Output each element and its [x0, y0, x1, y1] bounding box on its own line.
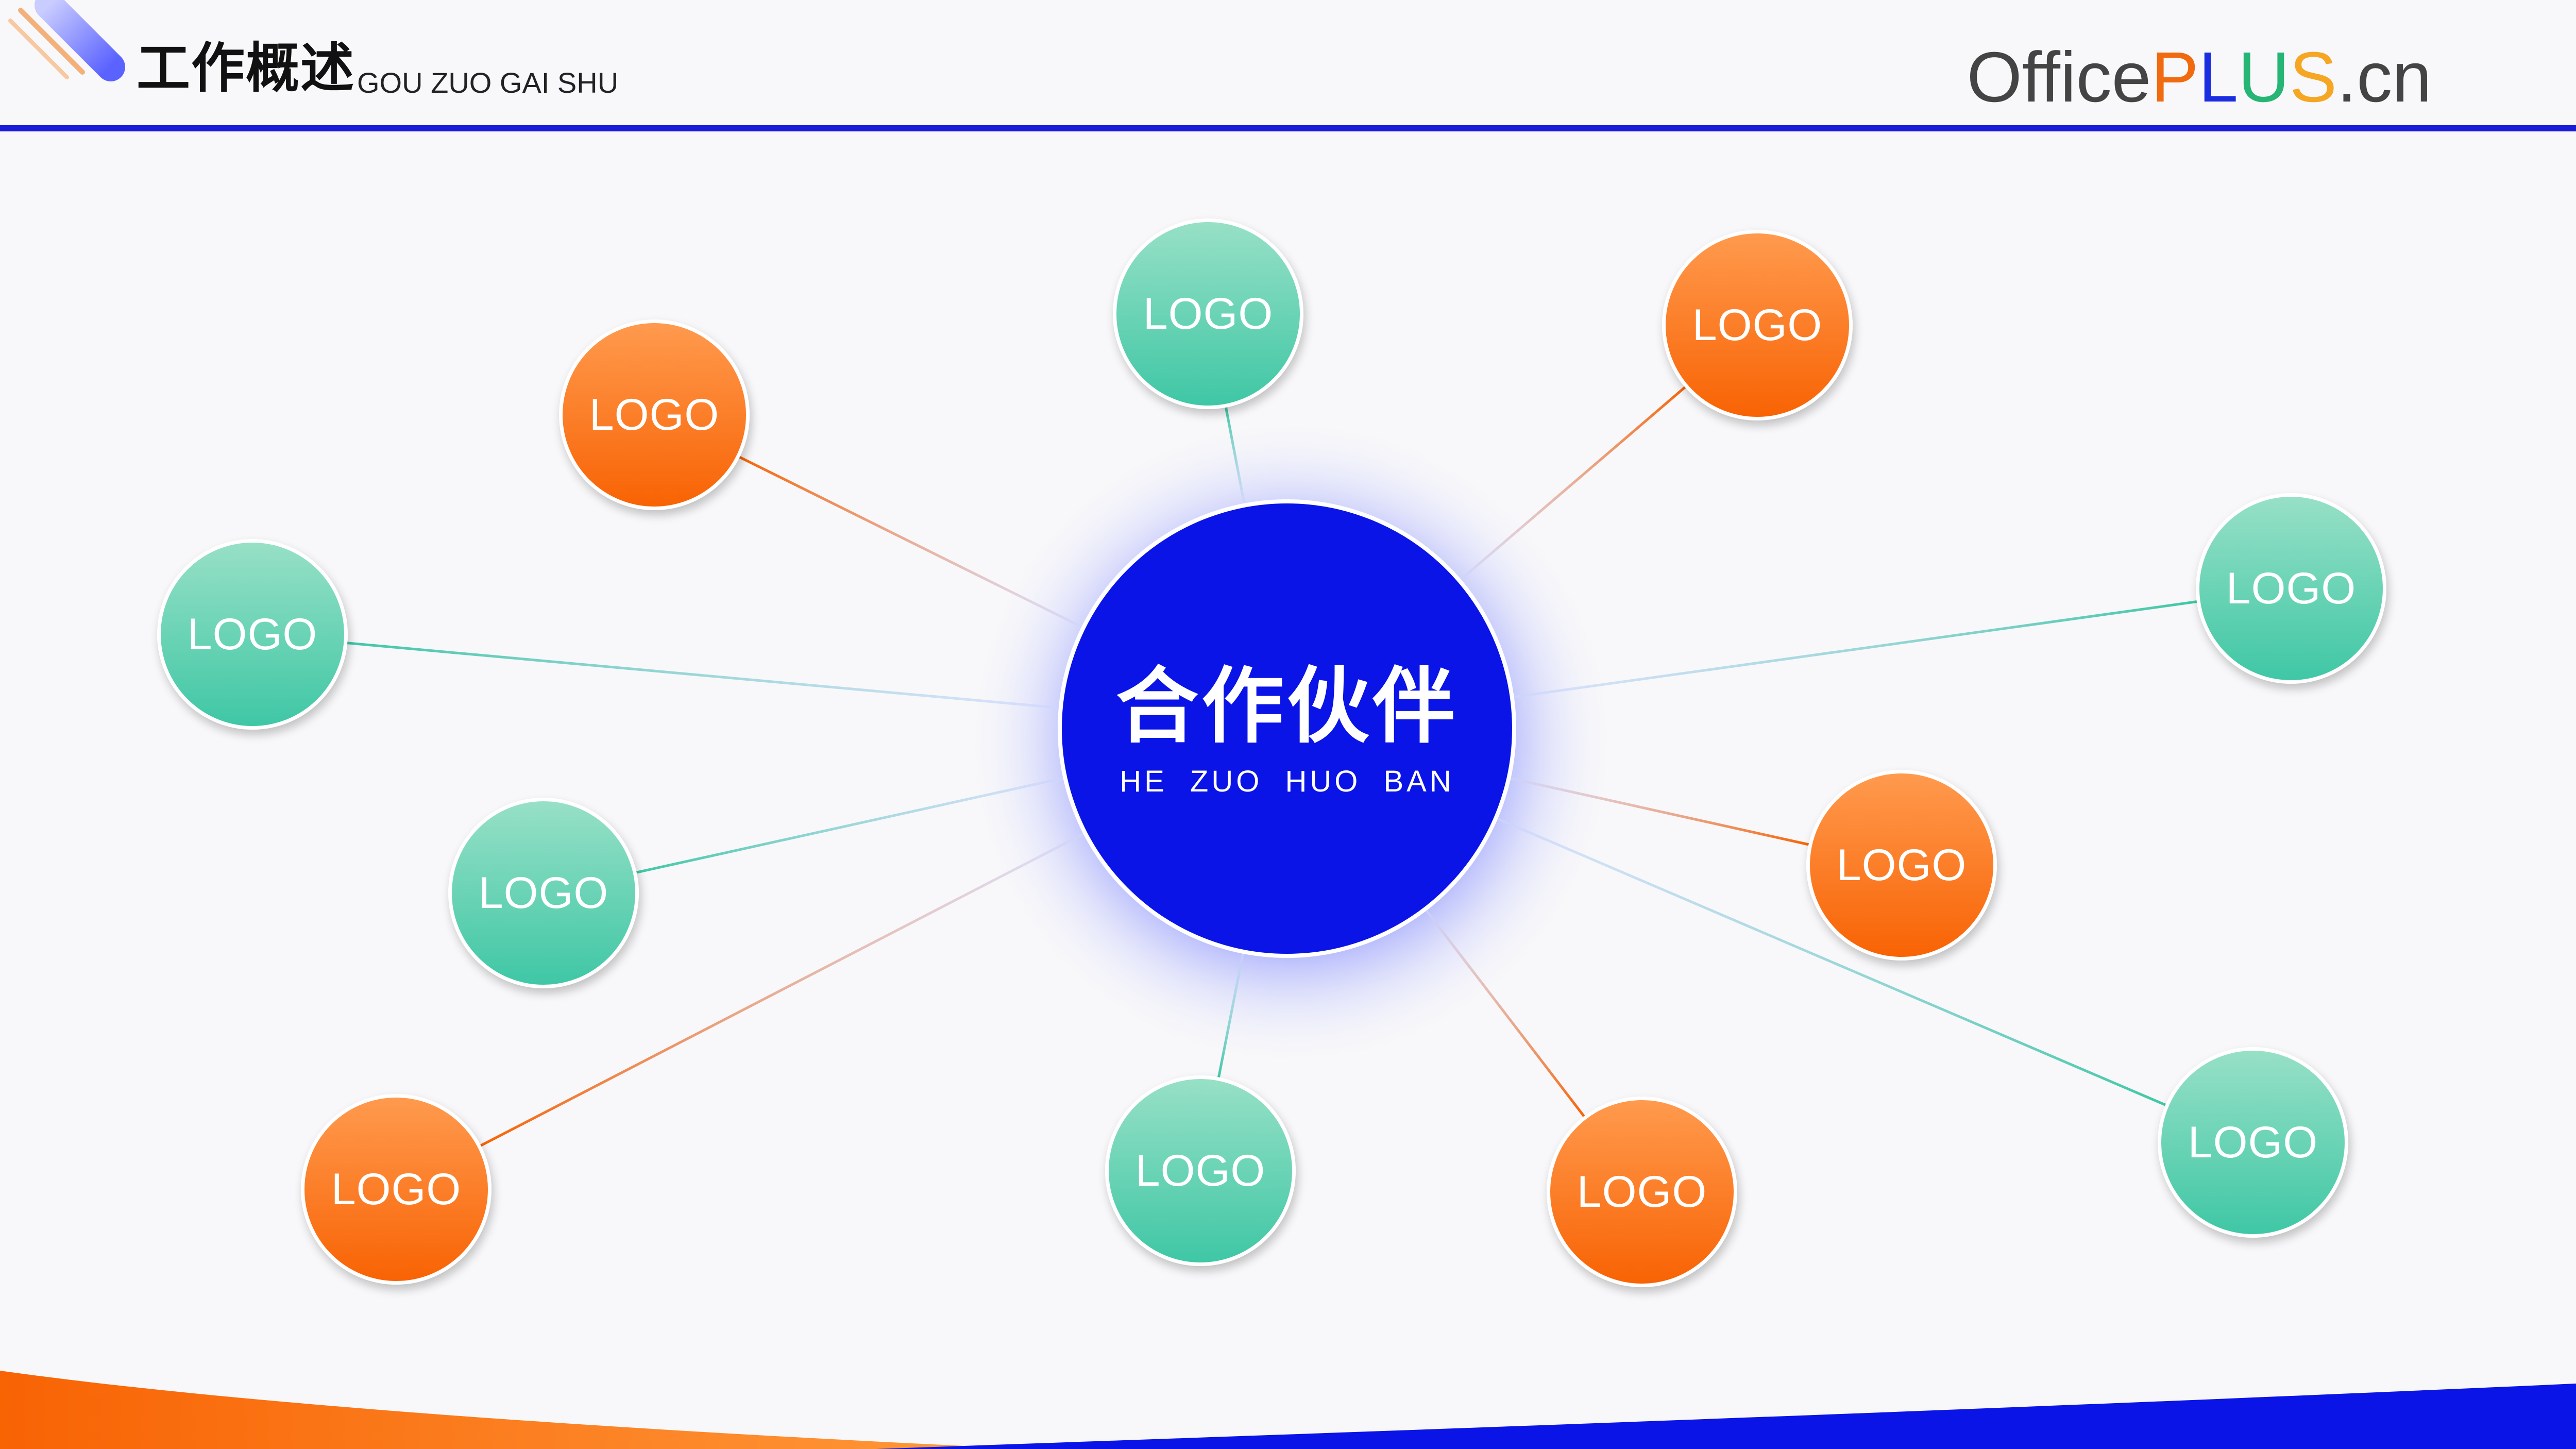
connector-line	[634, 776, 1066, 874]
bottom-wave-decoration	[0, 1371, 2576, 1449]
brand-letter-l: L	[2198, 38, 2239, 117]
connector-line	[1507, 776, 1811, 847]
brand-suffix: .cn	[2336, 38, 2432, 117]
corner-stripes-decoration	[8, 0, 125, 81]
connector-line	[1458, 384, 1688, 583]
connector-line	[478, 831, 1087, 1148]
brand-logo: OfficePLUS.cn	[1967, 35, 2432, 121]
partner-logo-label: LOGO	[1135, 1145, 1266, 1195]
connector-line	[345, 641, 1062, 710]
connector-line	[1423, 907, 1586, 1119]
partner-logo-node-4[interactable]: LOGO	[2196, 493, 2386, 684]
partner-logo-label: LOGO	[1143, 289, 1274, 339]
partner-logo-label: LOGO	[589, 390, 720, 440]
brand-letter-u: U	[2238, 38, 2290, 117]
partner-logo-label: LOGO	[1577, 1167, 1707, 1217]
hub-title: 合作伙伴	[1115, 658, 1458, 754]
connector-line	[1224, 405, 1246, 507]
partner-logo-node-6[interactable]: LOGO	[448, 798, 639, 988]
partner-logo-node-3[interactable]: LOGO	[559, 319, 750, 510]
partner-logo-node-1[interactable]: LOGO	[1113, 218, 1303, 409]
header-divider	[0, 125, 2576, 131]
brand-prefix: Office	[1967, 38, 2151, 117]
partner-logo-node-11[interactable]: LOGO	[2158, 1047, 2348, 1238]
partner-logo-node-7[interactable]: LOGO	[1806, 770, 1997, 961]
partner-hub: 合作伙伴 HE ZUO HUO BAN	[1058, 499, 1516, 958]
connector-line	[737, 455, 1085, 630]
connector-line	[1494, 816, 2168, 1107]
partner-logo-label: LOGO	[478, 868, 609, 918]
partner-logo-node-2[interactable]: LOGO	[1662, 230, 1853, 420]
partner-logo-node-10[interactable]: LOGO	[1547, 1097, 1737, 1287]
partner-logo-label: LOGO	[2226, 563, 2357, 613]
partner-logo-label: LOGO	[331, 1164, 462, 1214]
partner-logo-label: LOGO	[1836, 840, 1967, 890]
partner-logo-label: LOGO	[1692, 300, 1823, 350]
connector-line	[1217, 950, 1245, 1080]
partner-logo-node-9[interactable]: LOGO	[1105, 1075, 1296, 1266]
brand-letter-s: S	[2289, 38, 2337, 117]
hub-subtitle: HE ZUO HUO BAN	[1120, 764, 1454, 798]
page-subtitle: GOU ZUO GAI SHU	[357, 66, 619, 99]
page-title: 工作概述	[137, 37, 355, 99]
partner-logo-label: LOGO	[2188, 1117, 2318, 1167]
partner-logo-label: LOGO	[187, 609, 318, 659]
partner-logo-node-8[interactable]: LOGO	[301, 1094, 492, 1285]
brand-letter-p: P	[2151, 38, 2199, 117]
connector-line	[1511, 600, 2199, 699]
partner-logo-node-5[interactable]: LOGO	[157, 539, 348, 730]
